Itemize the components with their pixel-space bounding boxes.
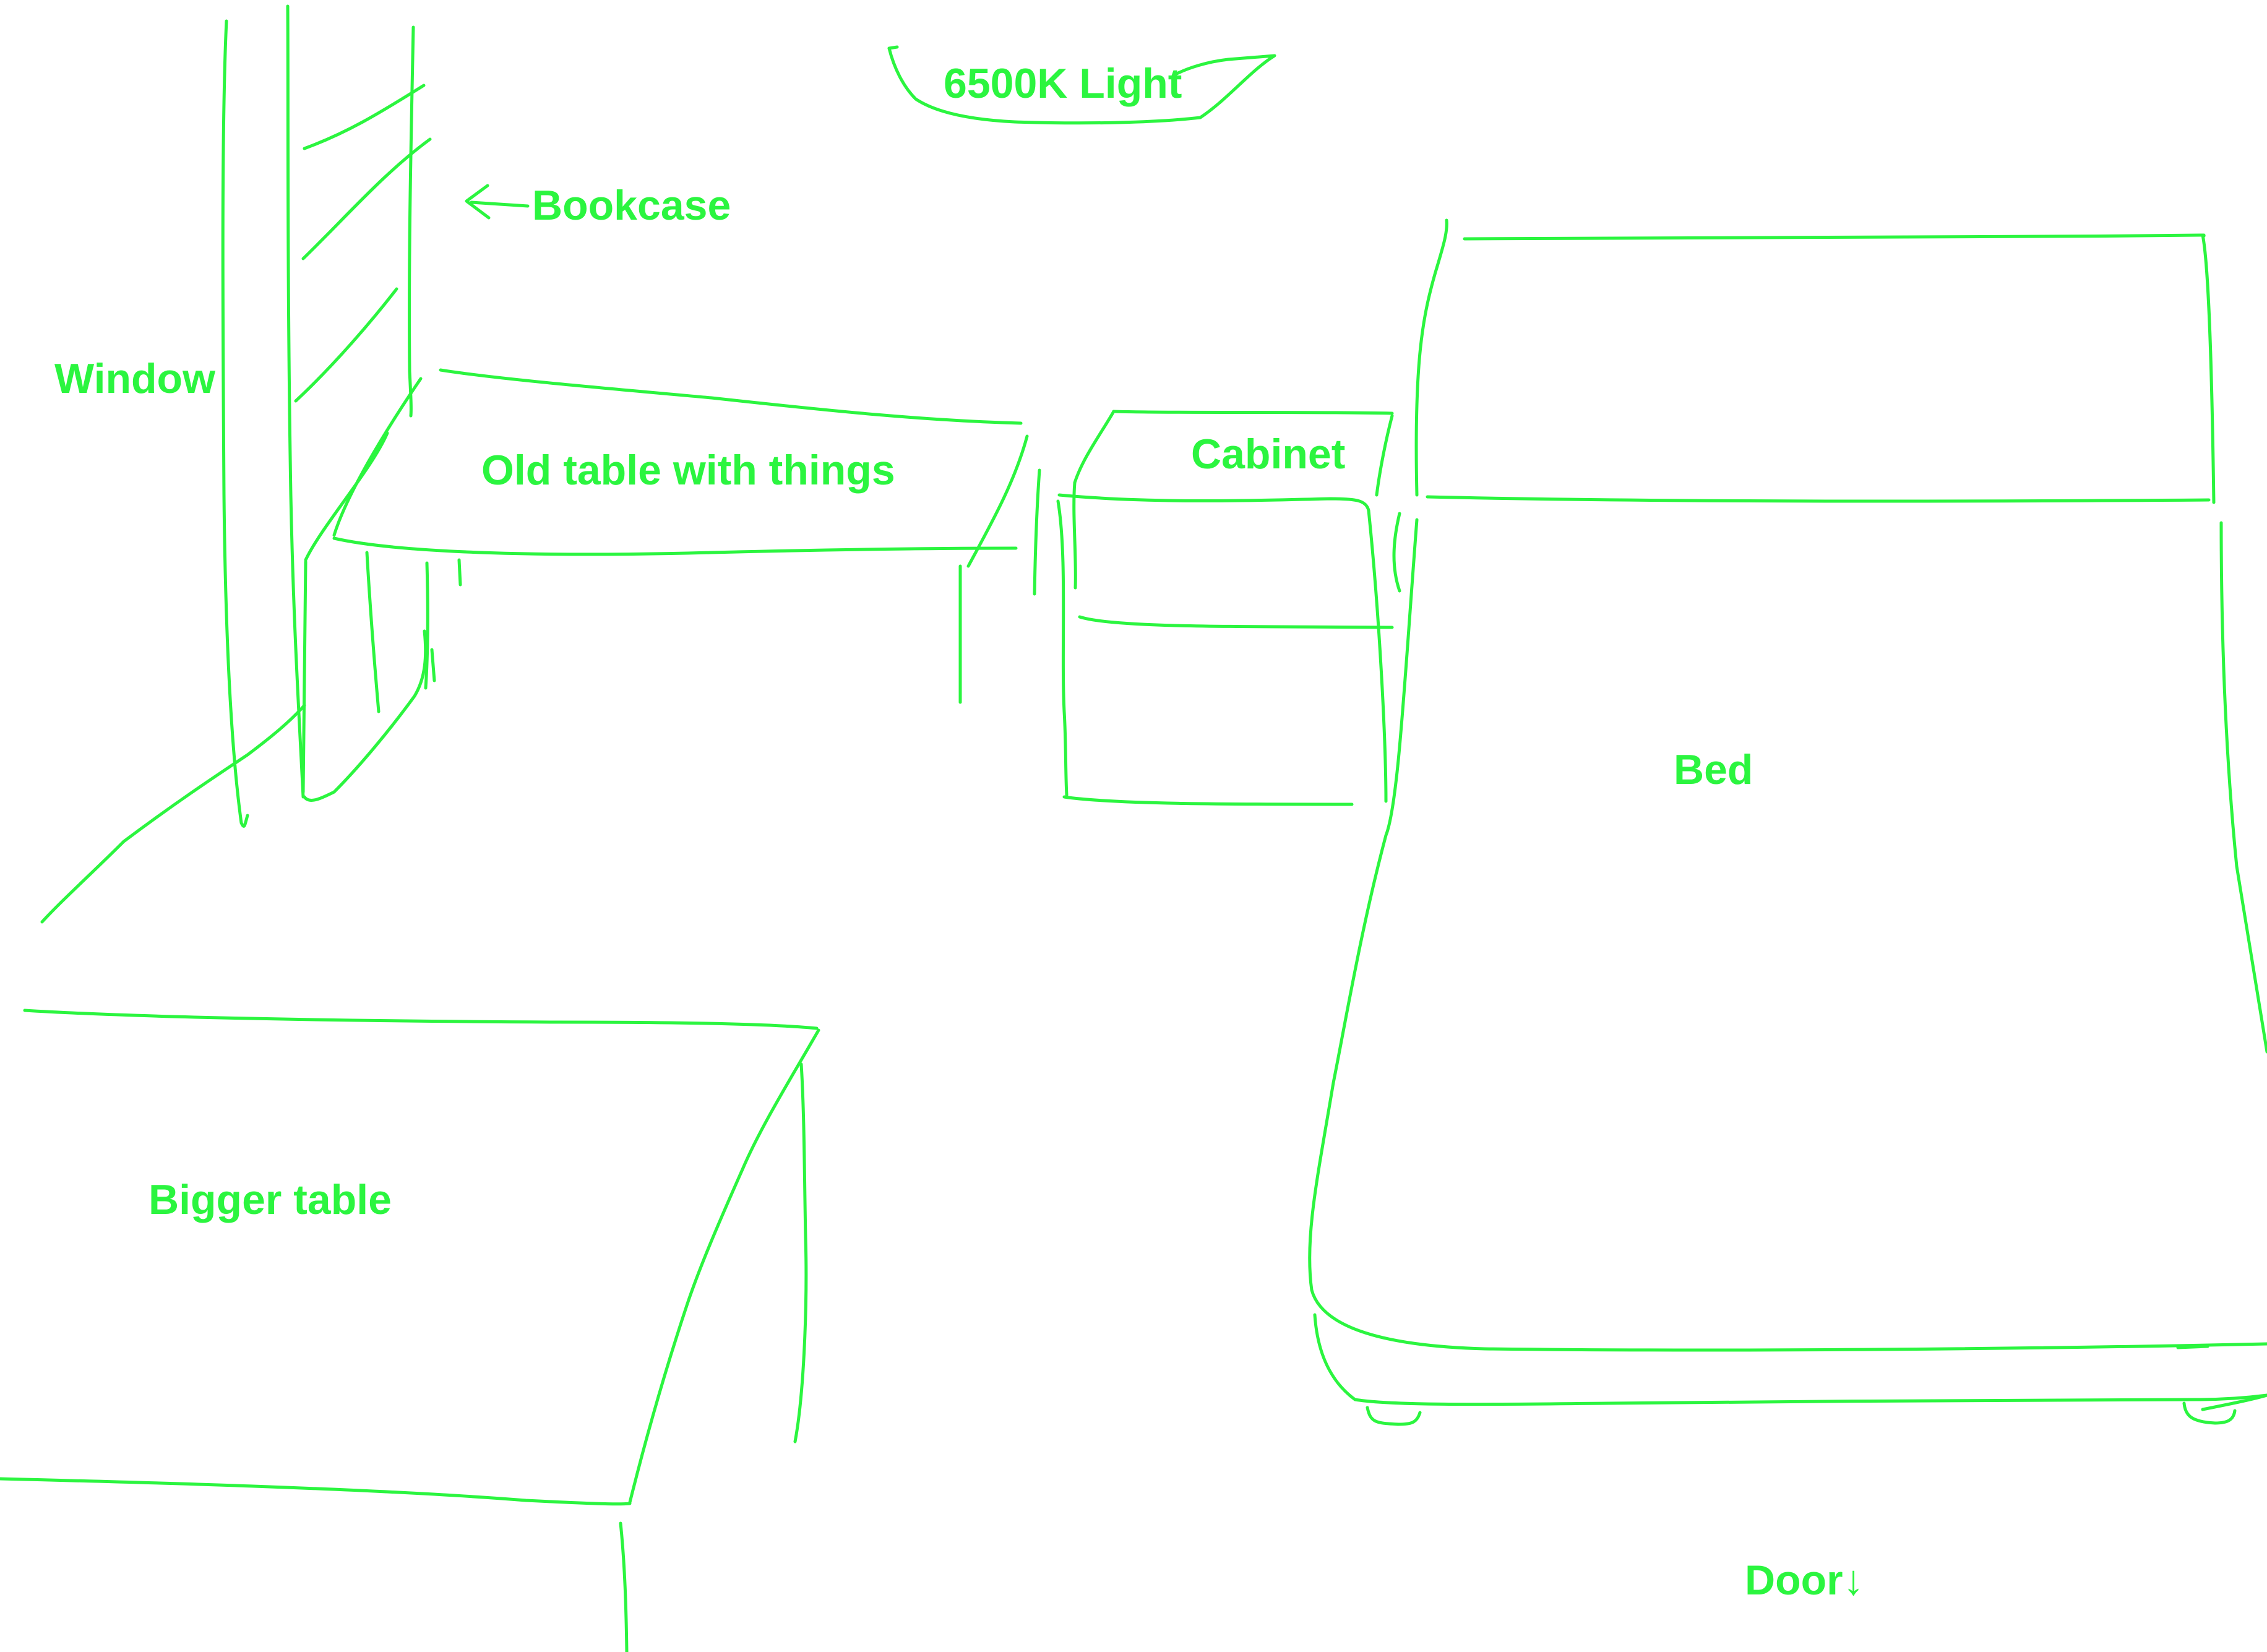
old-table-leg-1 [367,553,379,712]
old-table-front-edge [334,538,1016,554]
bed [1310,220,2267,1424]
bookcase-arrow-icon [467,186,528,218]
bed-label: Bed [1674,746,1753,793]
window-label: Window [54,355,216,402]
cabinet-right-back [1377,416,1392,495]
old-table-right-edge [968,436,1027,566]
old-table-left-edge [334,379,421,535]
old-table-back-edge [441,370,1021,423]
window-rung-1 [304,85,424,148]
bookcase-post [410,27,413,416]
bookcase-label: Bookcase [532,182,731,229]
bed-mattress-left [1310,520,2267,1350]
bed-headboard-right [2203,235,2214,502]
bed-side-left [1394,514,1400,591]
cabinet-bottom-edge [1064,797,1352,804]
bigger-table-right-edge [630,1030,819,1502]
bed-headboard-left [1416,220,1447,495]
cabinet-label: Cabinet [1191,431,1345,478]
light-fixture-top [889,47,897,48]
old-table-leg-2 [426,563,428,688]
bigger-table-back-edge [25,1010,817,1028]
old-table-leg-5 [432,650,434,681]
old-table-label: Old table with things [481,447,895,494]
door-label: Door↓ [1745,1557,1864,1604]
bed-mattress-right [2221,523,2267,1052]
bed-leg-right [2184,1403,2235,1423]
cabinet-front-top [1059,495,1369,510]
cabinet-drawer-line [1080,617,1392,627]
cabinet-top-edge [1114,411,1392,413]
old-table-leg-3 [459,560,460,585]
old-table-side-post [1035,470,1039,594]
bed-leg-left [1367,1408,1420,1424]
bookcase-brace [303,433,426,800]
bigger-table-front-edge [0,1479,630,1504]
bed-headboard-top [1465,235,2204,239]
old-table [334,370,1039,712]
window-frame [223,6,430,826]
window-rung-3 [296,289,397,401]
light-label: 6500K Light [944,60,1182,107]
cabinet-front-left [1058,501,1067,795]
cabinet-front-right [1369,510,1386,801]
bigger-table-side-post [795,1064,806,1442]
window-left-edge [223,21,247,826]
bed-frame-bottom [1315,1315,2267,1405]
floor-wall-line [42,705,304,922]
door-label-text: Door [1745,1557,1843,1604]
bigger-table-label: Bigger table [148,1176,392,1223]
door-arrow-icon: ↓ [1843,1557,1864,1604]
bigger-table-leg [621,1523,627,1652]
bigger-table [0,1010,819,1652]
bed-headboard-bottom [1427,497,2209,501]
